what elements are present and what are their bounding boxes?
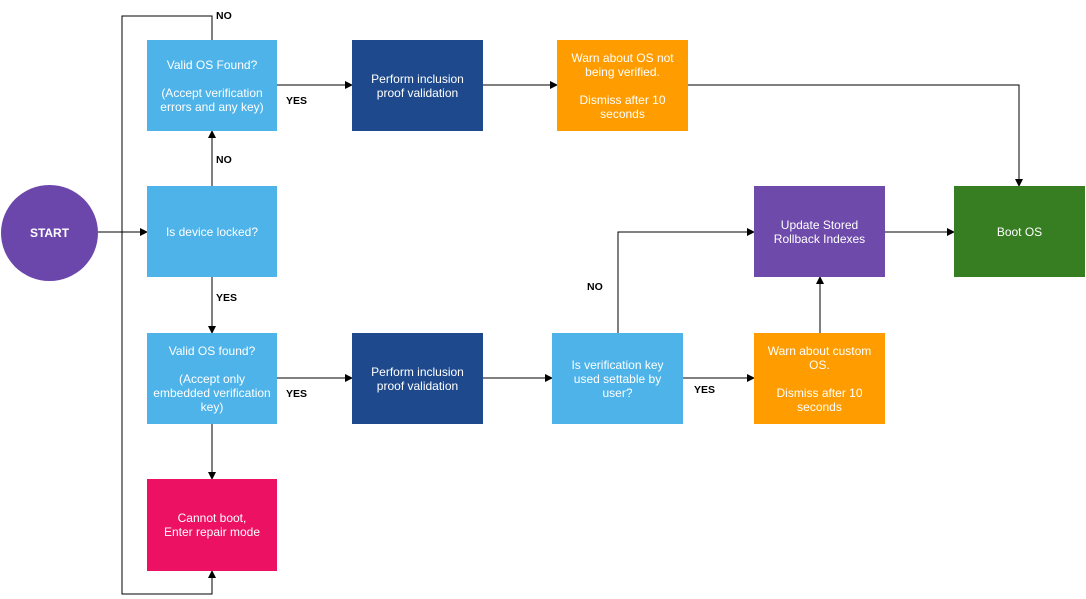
cannot-boot-node: Cannot boot, Enter repair mode	[147, 479, 277, 571]
label-top-yes: YES	[286, 95, 308, 107]
valid-os-locked-node: Valid OS found? (Accept only embedded ve…	[147, 333, 277, 424]
label-locked-yes: YES	[216, 292, 238, 304]
label-key-no: NO	[587, 281, 603, 293]
label-locked-no: NO	[216, 154, 232, 166]
key-settable-node: Is verification key used settable by use…	[552, 333, 683, 424]
label-key-yes: YES	[694, 384, 716, 396]
edge-cannot-boot-loop	[121, 232, 216, 595]
label-bottom-yes: YES	[286, 388, 308, 400]
label-top-loop-no: NO	[216, 10, 232, 22]
valid-os-unlocked-node: Valid OS Found? (Accept verification err…	[147, 40, 277, 131]
proof-validation-top-node: Perform inclusion proof validation	[352, 40, 483, 131]
is-device-locked-node: Is device locked?	[147, 186, 277, 277]
warn-os-not-verified-node: Warn about OS not being verified. Dismis…	[557, 40, 688, 131]
edge-top-loop-no	[121, 15, 213, 232]
boot-os-node: Boot OS	[954, 186, 1085, 277]
update-rollback-indexes-node: Update Stored Rollback Indexes	[754, 186, 885, 277]
warn-custom-os-node: Warn about custom OS. Dismiss after 10 s…	[754, 333, 885, 424]
edge-key-no	[617, 228, 755, 333]
edge-warn-to-boot	[688, 84, 1023, 187]
start-node: START	[1, 185, 98, 281]
proof-validation-bottom-node: Perform inclusion proof validation	[352, 333, 483, 424]
